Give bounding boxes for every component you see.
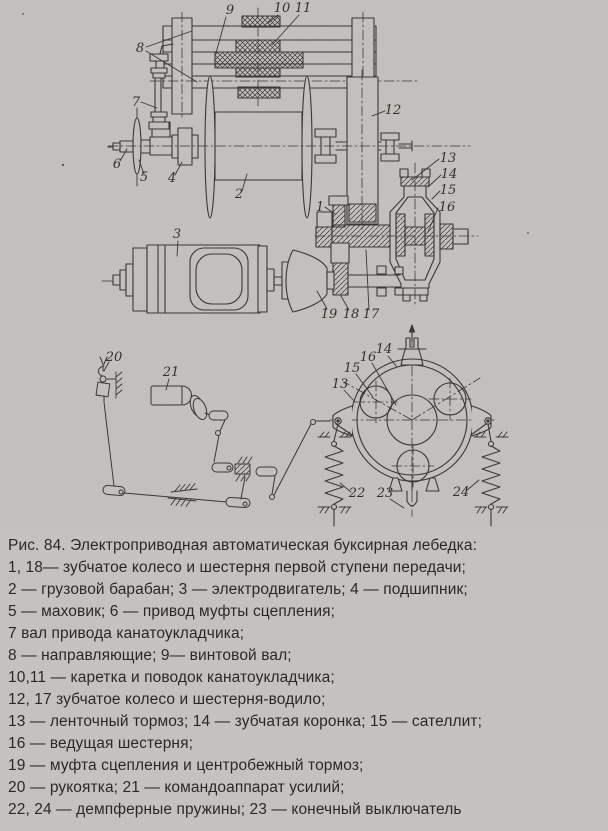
caption-title: Рис. 84. Электроприводная автоматическая…	[8, 537, 477, 554]
part-callout: 6	[113, 157, 121, 172]
part-callout: 3	[173, 227, 181, 242]
part-callout: 21	[162, 365, 180, 380]
caption-line: 10,11 — каретка и поводок канатоукладчик…	[8, 669, 335, 686]
part-callout: 5	[140, 170, 148, 185]
pinion-gear	[332, 262, 349, 296]
part-callout: 23	[376, 486, 394, 501]
part-callout: 13	[332, 377, 349, 392]
part-callout: 15	[440, 183, 457, 198]
part-callout: 22	[348, 486, 366, 501]
part-callout: 7	[132, 95, 141, 110]
part-callout: 16	[360, 350, 377, 365]
part-callout: 17	[363, 307, 380, 322]
part-callout: 4	[167, 171, 176, 186]
caption-line: 13 — ленточный тормоз; 14 — зубчатая кор…	[8, 713, 482, 730]
part-callout: 14	[441, 167, 458, 182]
electric-motor-view	[101, 244, 335, 314]
part-callout: 2	[234, 187, 243, 202]
part-callout: 24	[452, 485, 470, 500]
part-callout: 11	[295, 1, 312, 16]
part-callout: 16	[439, 200, 456, 215]
part-callout: 14	[376, 342, 393, 357]
part-callout: 8	[136, 41, 144, 56]
caption-line: 19 — муфта сцепления и центробежный торм…	[8, 757, 364, 774]
caption-line: 8 — направляющие; 9— винтовой вал;	[8, 647, 292, 664]
part-callout: 9	[226, 3, 234, 18]
caption-line: 7 вал привода канатоукладчика;	[8, 625, 245, 642]
caption-line: 12, 17 зубчатое колесо и шестерня-водило…	[8, 691, 326, 708]
figure-drawing: 9 10 11 8 7 12 6 5 4 2 1 13 14 15 16 3 1…	[22, 1, 529, 527]
caption-line: 16 — ведущая шестерня;	[8, 735, 193, 752]
part-callout: 15	[344, 361, 361, 376]
part-callout: 20	[105, 350, 123, 365]
part-callout: 12	[385, 103, 402, 118]
part-callout: 13	[440, 151, 457, 166]
caption-line: 1, 18— зубчатое колесо и шестерня первой…	[8, 559, 466, 576]
caption-line: 2 — грузовой барабан; 3 — электродвигате…	[8, 581, 468, 598]
part-callout: 18	[343, 307, 360, 322]
caption-line: 20 — рукоятка; 21 — командоаппарат усили…	[8, 779, 345, 796]
part-callout: 1	[316, 200, 324, 215]
figure-caption: Рис. 84. Электроприводная автоматическая…	[0, 527, 608, 821]
part-callout: 10	[274, 1, 291, 16]
frame-plate	[346, 76, 379, 225]
caption-line: 22, 24 — демпферные пружины; 23 — конечн…	[8, 801, 462, 818]
caption-line: 5 — маховик; 6 — привод муфты сцепления;	[8, 603, 336, 620]
part-callout: 19	[321, 307, 338, 322]
